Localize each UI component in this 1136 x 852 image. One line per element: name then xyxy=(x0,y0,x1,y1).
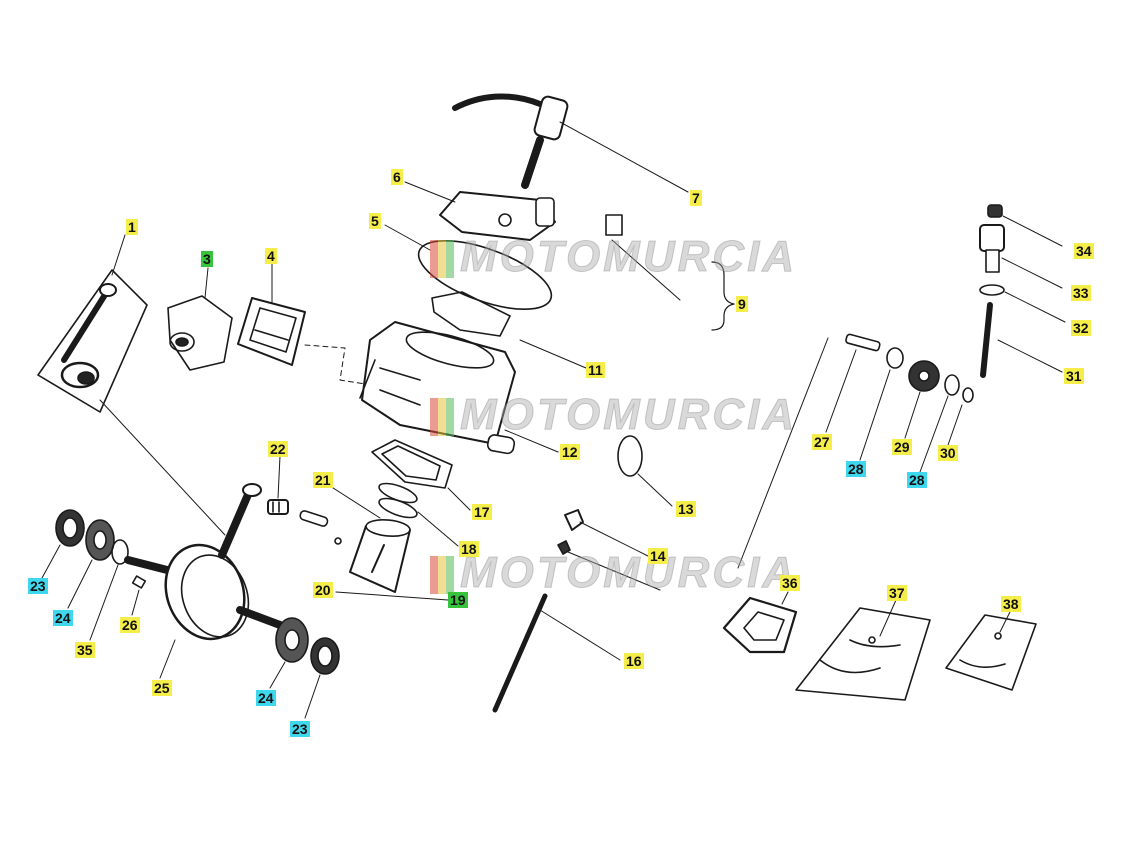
label-30: 30 xyxy=(938,445,958,461)
part-27-pin xyxy=(737,333,881,569)
part-18-shims xyxy=(378,482,459,547)
stripe xyxy=(430,240,438,278)
label-31: 31 xyxy=(1064,368,1084,384)
part-14-nut xyxy=(557,509,661,591)
stripe xyxy=(438,556,446,594)
label-14: 14 xyxy=(648,548,668,564)
label-24: 24 xyxy=(53,610,73,626)
part-16-stud xyxy=(492,593,621,713)
part-19-piston xyxy=(335,519,449,601)
label-24-b: 24 xyxy=(256,690,276,706)
watermark-1: MOTOMURCIA xyxy=(459,232,798,282)
stripe xyxy=(430,556,438,594)
label-17: 17 xyxy=(472,504,492,520)
label-29: 29 xyxy=(892,439,912,455)
part-30-clip xyxy=(947,387,974,446)
label-23: 23 xyxy=(28,578,48,594)
part-32-washer xyxy=(979,284,1066,323)
part-20-circlip xyxy=(334,537,342,545)
part-36-gasket-set xyxy=(722,591,798,654)
label-23-b: 23 xyxy=(290,721,310,737)
label-28-b: 28 xyxy=(907,472,927,488)
label-25: 25 xyxy=(152,680,172,696)
label-5: 5 xyxy=(369,213,381,229)
label-36: 36 xyxy=(780,575,800,591)
label-1: 1 xyxy=(126,219,138,235)
stripe xyxy=(438,240,446,278)
label-38: 38 xyxy=(1001,596,1021,612)
stripe xyxy=(430,398,438,436)
stripe xyxy=(446,240,454,278)
label-3: 3 xyxy=(201,251,213,267)
label-7: 7 xyxy=(690,190,702,206)
label-35: 35 xyxy=(75,642,95,658)
watermark-3: MOTOMURCIA xyxy=(459,548,798,598)
label-16: 16 xyxy=(624,653,644,669)
watermark-2: MOTOMURCIA xyxy=(459,390,798,440)
label-26: 26 xyxy=(120,617,140,633)
label-33: 33 xyxy=(1071,285,1091,301)
part-31-shaft xyxy=(980,302,1063,378)
label-37: 37 xyxy=(887,585,907,601)
part-12-cylinder xyxy=(304,321,559,455)
watermark-stripes-1 xyxy=(430,240,454,278)
part-33-housing xyxy=(979,224,1063,289)
part-3-intake-cover xyxy=(167,267,233,371)
part-22-needle-bearing xyxy=(267,455,289,515)
label-19: 19 xyxy=(448,592,468,608)
part-17-base-gasket xyxy=(371,439,471,511)
part-34-cap xyxy=(987,204,1063,247)
part-1-connecting-rod xyxy=(37,234,148,413)
part-13-o-ring xyxy=(617,435,673,507)
part-37-gasket-bag xyxy=(795,599,931,701)
label-9: 9 xyxy=(736,296,748,312)
part-9-fitting xyxy=(605,214,735,331)
part-21-piston-pin xyxy=(299,485,381,527)
label-21: 21 xyxy=(313,472,333,488)
watermark-stripes-3 xyxy=(430,556,454,594)
label-32: 32 xyxy=(1071,320,1091,336)
part-11-gasket xyxy=(431,291,587,369)
part-4-reed-valve xyxy=(237,261,306,366)
label-22: 22 xyxy=(268,441,288,457)
label-6: 6 xyxy=(391,169,403,185)
label-20: 20 xyxy=(313,582,333,598)
label-34: 34 xyxy=(1074,243,1094,259)
label-28: 28 xyxy=(846,461,866,477)
label-12: 12 xyxy=(560,444,580,460)
part-29-gear xyxy=(904,360,940,439)
label-4: 4 xyxy=(265,248,277,264)
part-6-cylinder-head xyxy=(404,181,556,241)
label-18: 18 xyxy=(459,541,479,557)
stripe xyxy=(446,398,454,436)
label-11: 11 xyxy=(586,362,605,378)
stripe xyxy=(438,398,446,436)
part-25-crankshaft xyxy=(41,399,340,719)
part-7-spark-plug xyxy=(452,93,689,193)
label-13: 13 xyxy=(676,501,696,517)
stripe xyxy=(446,556,454,594)
watermark-stripes-2 xyxy=(430,398,454,436)
part-38-gasket-bag xyxy=(945,611,1037,691)
part-28-washer xyxy=(859,347,960,473)
label-27: 27 xyxy=(812,434,832,450)
